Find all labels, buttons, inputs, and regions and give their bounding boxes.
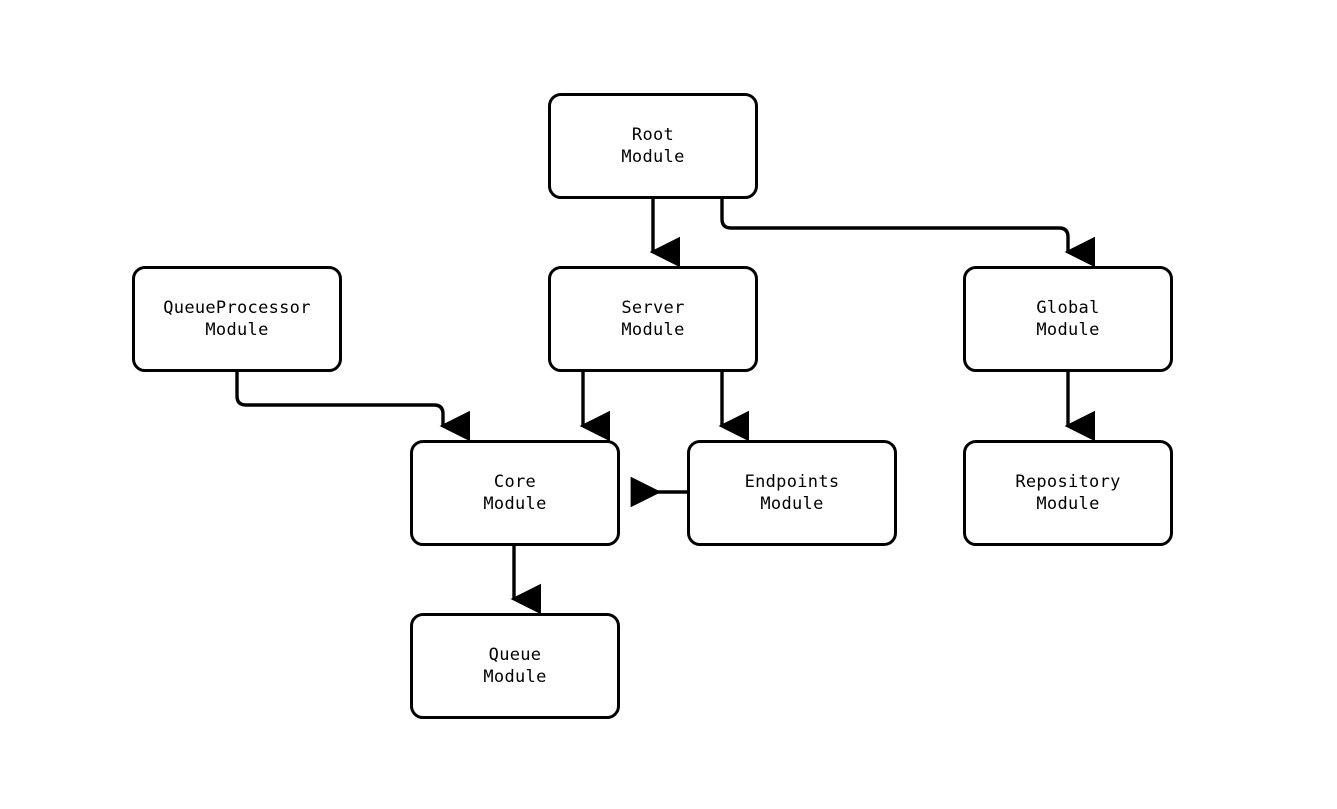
node-core-module[interactable]: Core Module	[410, 440, 620, 546]
node-global-module[interactable]: Global Module	[963, 266, 1173, 372]
node-queue-module-line1: Queue	[488, 645, 542, 665]
node-global-module-line1: Global	[1036, 298, 1100, 318]
node-endpoints-module-line1: Endpoints	[744, 472, 840, 492]
node-core-module-line2: Module	[483, 494, 547, 514]
node-root-module[interactable]: Root Module	[548, 93, 758, 199]
node-repository-module[interactable]: Repository Module	[963, 440, 1173, 546]
node-root-module-line2: Module	[621, 147, 685, 167]
node-queue-module[interactable]: Queue Module	[410, 613, 620, 719]
node-repository-module-line2: Module	[1036, 494, 1100, 514]
node-endpoints-module-line2: Module	[760, 494, 824, 514]
edge-root-to-global	[720, 199, 1096, 268]
edge-queueprocessor-to-core	[235, 372, 471, 442]
node-queue-module-line2: Module	[483, 667, 547, 687]
node-server-module[interactable]: Server Module	[548, 266, 758, 372]
node-global-module-line2: Module	[1036, 320, 1100, 340]
node-queueprocessor-module-line1: QueueProcessor	[163, 298, 311, 318]
node-endpoints-module[interactable]: Endpoints Module	[687, 440, 897, 546]
node-server-module-line1: Server	[621, 298, 685, 318]
node-core-module-line1: Core	[493, 472, 537, 492]
node-repository-module-line1: Repository	[1015, 472, 1121, 492]
node-server-module-line2: Module	[621, 320, 685, 340]
node-root-module-line1: Root	[631, 125, 675, 145]
node-queueprocessor-module-line2: Module	[205, 320, 269, 340]
node-queueprocessor-module[interactable]: QueueProcessor Module	[132, 266, 342, 372]
